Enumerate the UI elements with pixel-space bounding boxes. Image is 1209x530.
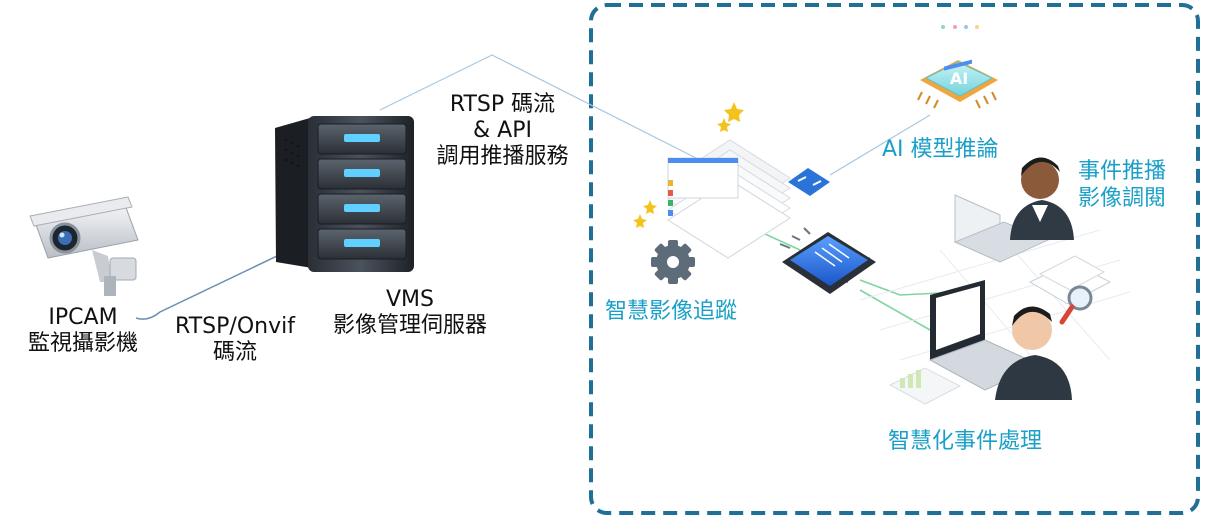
- event-processing-label: 智慧化事件處理: [888, 429, 1043, 454]
- gear-icon: [651, 240, 695, 284]
- ai-chip-text: AI: [950, 69, 968, 88]
- event-push-line1: 事件推播: [1078, 159, 1167, 184]
- report-magnifier-icon: [1028, 255, 1112, 325]
- processor-chip-icon: [779, 227, 876, 294]
- dot-2: [953, 25, 957, 29]
- camera-server-link-line1: RTSP/Onvif: [175, 314, 295, 339]
- server-label-line1: VMS: [386, 287, 434, 312]
- person-top-icon: [1010, 157, 1074, 240]
- dot-4: [975, 25, 979, 29]
- server-cloud-link-line1: RTSP 碼流: [449, 92, 556, 117]
- ip-camera-icon: [29, 196, 139, 296]
- server-cloud-link-label: RTSP 碼流 & API 調用推播服務: [420, 92, 585, 170]
- camera-label-line1: IPCAM: [48, 305, 118, 330]
- server-cloud-link-line2: & API: [473, 118, 532, 143]
- camera-label: IPCAM 監視攝影機: [18, 305, 148, 357]
- server-cloud-link-line3: 調用推播服務: [436, 144, 569, 169]
- camera-server-link-label: RTSP/Onvif 碼流: [160, 314, 310, 366]
- camera-label-line2: 監視攝影機: [27, 331, 138, 356]
- server-label: VMS 影像管理伺服器: [320, 287, 500, 339]
- ai-chip-icon: AI: [917, 60, 998, 109]
- vms-server-icon: [275, 116, 414, 272]
- dot-3: [964, 25, 968, 29]
- documents-stack-icon: [667, 139, 791, 259]
- sparkle-stars-icon: [633, 102, 744, 228]
- event-push-line2: 影像調閱: [1078, 186, 1167, 211]
- data-exchange-icon: [788, 168, 830, 196]
- server-label-line2: 影像管理伺服器: [332, 313, 487, 338]
- connector-camera-server: [135, 244, 301, 320]
- chart-sheet-icon: [888, 367, 962, 405]
- ai-inference-label: AI 模型推論: [882, 137, 999, 162]
- cloud-frame: [589, 3, 1200, 515]
- dot-1: [941, 25, 945, 29]
- event-push-label: 事件推播 影像調閱: [1078, 158, 1166, 212]
- camera-server-link-line2: 碼流: [212, 340, 257, 365]
- connector-server-cloud: [379, 54, 701, 161]
- circuit-lines: [751, 227, 961, 331]
- tracking-label: 智慧影像追蹤: [605, 299, 738, 324]
- connector-ai-docs: [829, 114, 931, 176]
- person-bottom-icon: [995, 306, 1072, 400]
